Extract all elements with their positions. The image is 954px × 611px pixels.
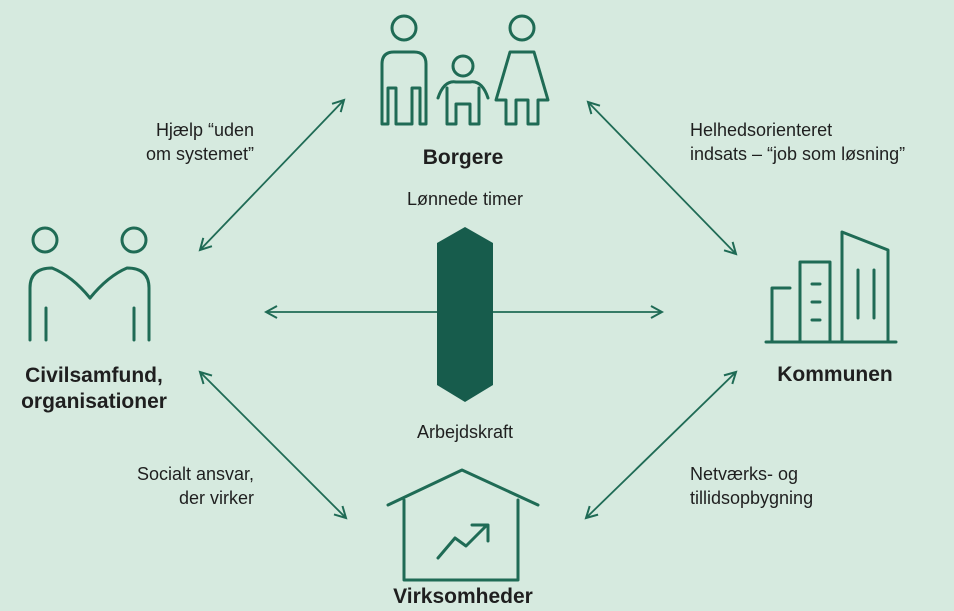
edge-label-top-right-line1: Helhedsorienteret	[690, 120, 833, 140]
arrow-borgere-kommunen	[588, 102, 736, 254]
edge-label-bottom-left: Socialt ansvar, der virker	[100, 462, 254, 510]
node-label-borgere: Borgere	[422, 146, 504, 169]
edge-label-center-bottom: Arbejdskraft	[416, 422, 514, 442]
business-growth-house-icon	[386, 468, 540, 582]
edge-label-top-left-line1: Hjælp “uden	[155, 120, 254, 140]
node-label-civilsamfund: Civilsamfund, organisationer	[4, 363, 184, 415]
edge-label-top-left-line2: om systemet”	[145, 144, 254, 164]
arrow-civilsamfund-borgere	[200, 100, 344, 250]
node-label-civilsamfund-line2: organisationer	[21, 390, 167, 413]
edge-label-bottom-right-line1: Netværks- og	[690, 464, 799, 484]
edge-label-top-right-line2: indsats – “job som løsning”	[690, 144, 906, 164]
edge-label-bottom-right-line2: tillidsopbygning	[690, 488, 814, 508]
office-buildings-icon	[764, 230, 898, 344]
edge-label-top-left: Hjælp “uden om systemet”	[100, 118, 254, 166]
edge-label-center-top: Lønnede timer	[406, 189, 524, 209]
handshake-people-icon	[28, 226, 151, 342]
node-label-kommunen: Kommunen	[777, 363, 893, 386]
edge-label-bottom-left-line1: Socialt ansvar,	[136, 464, 254, 484]
arrow-civilsamfund-virksomheder	[200, 372, 346, 518]
edge-label-bottom-left-line2: der virker	[178, 488, 254, 508]
family-icon	[380, 14, 550, 126]
edge-label-top-right: Helhedsorienteret indsats – “job som løs…	[690, 118, 905, 166]
node-label-virksomheder: Virksomheder	[393, 585, 533, 608]
node-label-civilsamfund-line1: Civilsamfund,	[25, 364, 163, 387]
edge-label-bottom-right: Netværks- og tillidsopbygning	[690, 462, 813, 510]
hexagon-pillar-icon	[437, 227, 493, 402]
arrow-kommunen-virksomheder	[586, 372, 736, 518]
